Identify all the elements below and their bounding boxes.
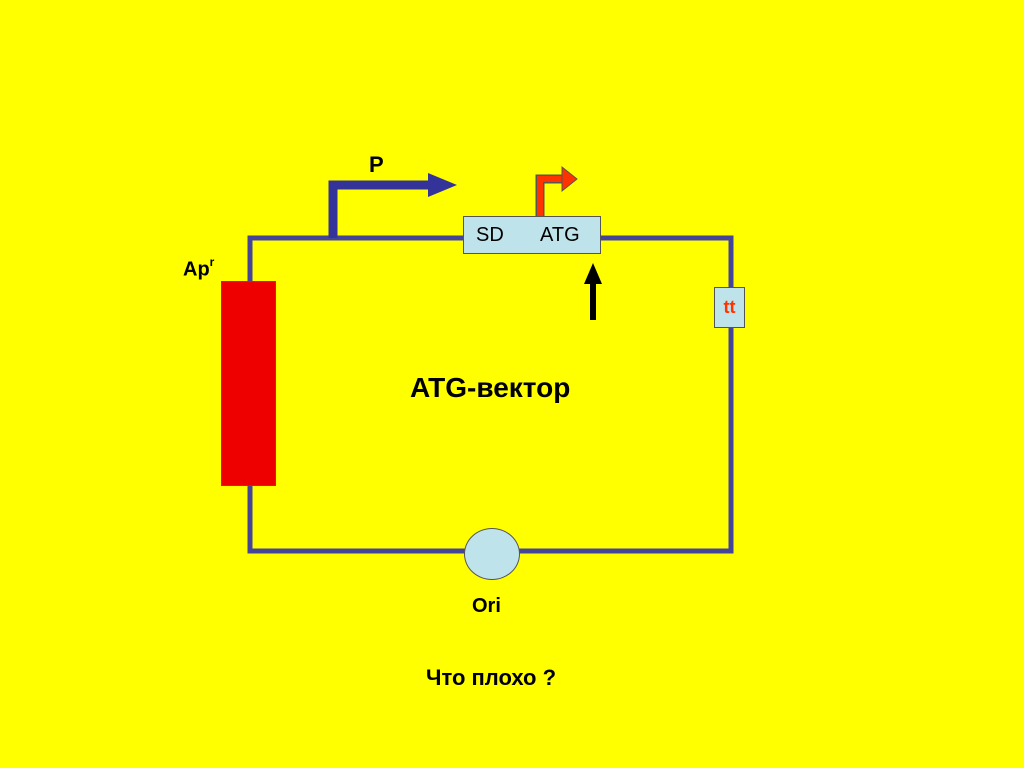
terminator-box: tt [714, 287, 745, 328]
amp-resistance-label: Apr [183, 255, 215, 282]
terminator-label: tt [723, 297, 736, 317]
atg-label: ATG [540, 224, 580, 246]
insertion-site-arrow [584, 263, 602, 320]
start-site-arrow [535, 165, 578, 216]
ori-element [464, 528, 520, 580]
amp-resistance-gene [221, 281, 276, 486]
promoter-arrow [328, 173, 457, 238]
ori-label: Ori [472, 595, 501, 617]
amp-resistance-label-base: Ap [183, 258, 210, 281]
vector-title: ATG-вектор [410, 372, 571, 403]
amp-resistance-label-sup: r [209, 255, 215, 269]
sd-atg-box: SD ATG [463, 216, 601, 254]
sd-label: SD [476, 224, 504, 246]
promoter-label: P [369, 152, 384, 177]
question-text: Что плохо ? [426, 665, 557, 690]
